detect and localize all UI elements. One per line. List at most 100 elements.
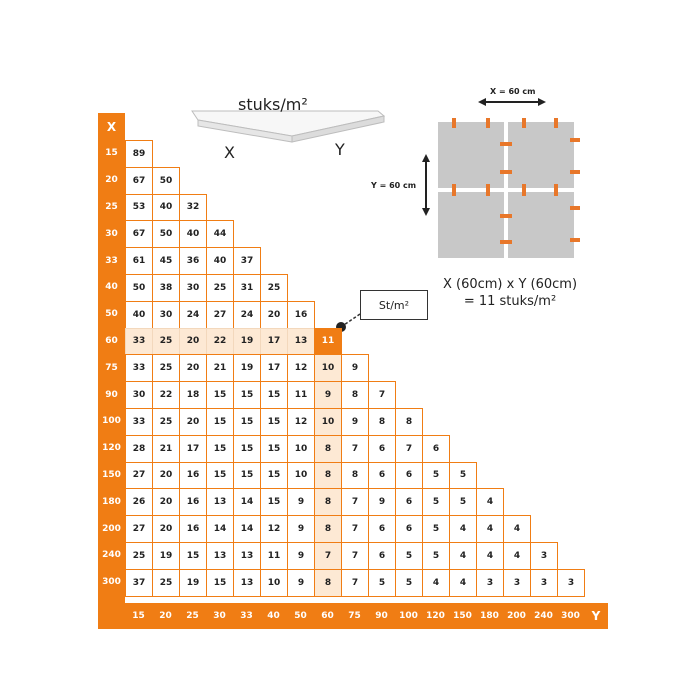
y-axis-title: Y	[584, 603, 608, 629]
table-cell: 11	[287, 381, 315, 409]
table-cell: 9	[287, 515, 315, 543]
x-axis-label: 120	[98, 434, 125, 462]
table-cell: 25	[260, 274, 288, 302]
table-cell: 89	[125, 140, 153, 168]
tile-label: stuks/m²	[238, 95, 308, 114]
table-cell: 30	[125, 381, 153, 409]
table-cell: 27	[206, 300, 234, 329]
table-cell: 15	[233, 434, 261, 463]
table-cell: 20	[179, 327, 207, 356]
table-cell: 15	[260, 381, 288, 409]
table-cell: 8	[314, 568, 342, 597]
table-cell: 33	[125, 408, 153, 436]
tile-illustration	[191, 110, 386, 143]
table-cell: 7	[368, 381, 396, 409]
table-cell: 20	[179, 408, 207, 436]
table-cell: 40	[125, 300, 153, 329]
table-cell: 28	[125, 434, 153, 463]
table-cell: 14	[206, 515, 234, 543]
table-cell: 32	[179, 193, 207, 222]
y-axis-label: 25	[179, 603, 206, 629]
table-cell: 40	[206, 247, 234, 275]
table-cell: 12	[287, 408, 315, 436]
table-cell: 13	[206, 488, 234, 517]
table-cell: 6	[368, 515, 396, 543]
table-cell: 22	[206, 327, 234, 356]
y-axis-label: 200	[503, 603, 530, 629]
table-cell: 14	[233, 515, 261, 543]
table-cell: 15	[260, 461, 288, 490]
table-cell: 5	[422, 542, 450, 570]
table-cell: 50	[125, 274, 153, 302]
y-axis-label: 240	[530, 603, 557, 629]
table-cell: 61	[125, 247, 153, 275]
table-cell: 4	[449, 542, 477, 570]
table-cell: 18	[179, 381, 207, 409]
table-cell: 8	[314, 515, 342, 543]
table-cell: 5	[449, 461, 477, 490]
x-dimension-label: X = 60 cm	[490, 87, 536, 96]
table-cell: 33	[125, 354, 153, 383]
table-cell: 19	[233, 327, 261, 356]
x-axis-label: 20	[98, 166, 125, 194]
y-axis-label: 60	[314, 603, 341, 629]
table-cell: 31	[233, 274, 261, 302]
table-cell: 4	[476, 542, 504, 570]
table-cell: 16	[287, 300, 315, 329]
table-cell: 21	[152, 434, 180, 463]
x-axis-label: 25	[98, 193, 125, 221]
table-cell: 20	[152, 461, 180, 490]
table-cell: 8	[341, 461, 369, 490]
x-axis-label: 50	[98, 300, 125, 328]
table-cell: 7	[341, 488, 369, 517]
table-cell: 36	[179, 247, 207, 275]
y-axis-label: 20	[152, 603, 179, 629]
table-cell: 6	[395, 515, 423, 543]
table-cell: 4	[449, 515, 477, 543]
table-cell: 20	[152, 515, 180, 543]
table-cell: 8	[395, 408, 423, 436]
table-cell: 5	[422, 461, 450, 490]
y-axis-label: 33	[233, 603, 260, 629]
table-cell: 19	[179, 568, 207, 597]
table-cell: 27	[125, 515, 153, 543]
x-axis-label: 150	[98, 461, 125, 489]
table-cell: 3	[530, 542, 558, 570]
table-cell: 6	[368, 461, 396, 490]
table-cell: 20	[152, 488, 180, 517]
table-cell: 19	[233, 354, 261, 383]
table-cell: 9	[287, 542, 315, 570]
table-cell: 4	[422, 568, 450, 597]
table-cell: 7	[341, 434, 369, 463]
table-cell: 10	[287, 461, 315, 490]
table-cell: 17	[179, 434, 207, 463]
x-axis-label: 240	[98, 542, 125, 569]
table-cell: 17	[260, 327, 288, 356]
table-cell: 6	[368, 434, 396, 463]
x-axis-title: X	[98, 113, 125, 140]
table-cell: 3	[557, 568, 585, 597]
table-cell: 25	[152, 327, 180, 356]
x-axis-label: 180	[98, 488, 125, 516]
table-cell: 13	[206, 542, 234, 570]
table-cell: 37	[125, 568, 153, 597]
table-cell: 7	[341, 542, 369, 570]
x-axis-label: 40	[98, 274, 125, 301]
table-cell: 25	[206, 274, 234, 302]
table-cell: 6	[395, 461, 423, 490]
x-axis-label: 15	[98, 140, 125, 167]
table-cell: 15	[233, 408, 261, 436]
table-cell: 50	[152, 166, 180, 195]
tile-x-label: X	[224, 143, 235, 162]
table-cell: 45	[152, 247, 180, 275]
table-cell: 9	[341, 408, 369, 436]
table-cell: 6	[422, 434, 450, 463]
table-cell: 67	[125, 166, 153, 195]
table-cell: 53	[125, 193, 153, 222]
table-cell: 3	[530, 568, 558, 597]
x-axis-label: 30	[98, 220, 125, 248]
x-axis-label: 60	[98, 327, 125, 355]
table-cell: 40	[179, 220, 207, 249]
y-axis-label: 100	[395, 603, 422, 629]
